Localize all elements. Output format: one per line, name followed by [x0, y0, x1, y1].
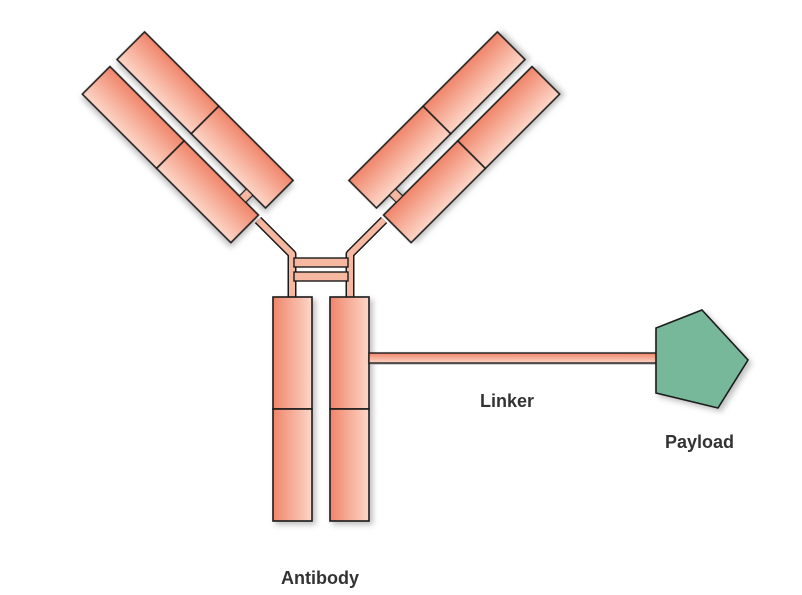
antibody-label: Antibody: [281, 568, 359, 588]
right-arm-heavy-outer: [422, 30, 527, 135]
payload: [655, 309, 750, 409]
stem-right-upper: [329, 296, 370, 410]
payload-label: Payload: [665, 432, 735, 452]
antibody-left-arm: [81, 30, 295, 244]
hinge-connectors: [254, 216, 388, 298]
disulfide-bridge-bottom: [293, 271, 349, 282]
stem-left-upper: [272, 296, 313, 410]
linker-bar: [368, 352, 660, 364]
disulfide-bridge-top: [293, 257, 349, 268]
payload-pentagon: [655, 309, 750, 409]
right-arm-light-outer: [456, 65, 561, 170]
linker-label: Linker: [480, 391, 535, 411]
right-arm-bridge: [388, 188, 404, 204]
antibody-stem: [272, 296, 370, 522]
antibody-right-arm: [347, 30, 561, 244]
left-arm-bridge: [238, 188, 254, 204]
left-arm-heavy-inner: [190, 105, 295, 210]
left-arm-light-inner: [155, 139, 260, 244]
linker: [368, 352, 660, 364]
stem-right-lower: [329, 408, 370, 522]
stem-left-lower: [272, 408, 313, 522]
